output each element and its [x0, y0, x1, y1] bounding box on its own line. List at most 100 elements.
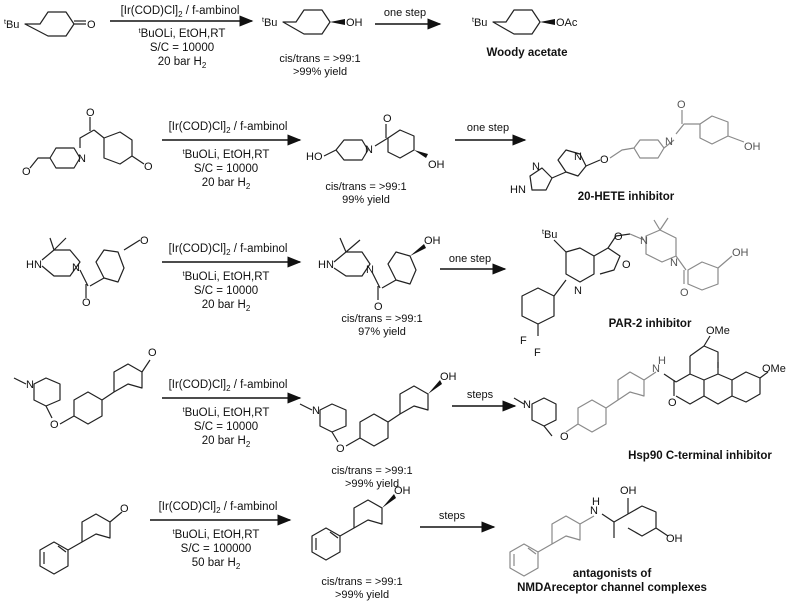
svg-text:tBuOLi, EtOH,RT: tBuOLi, EtOH,RT [139, 28, 226, 40]
conditions-5: [Ir(COD)Cl]2 / f-ambinol tBuOLi, EtOH,RT… [150, 501, 292, 571]
svg-text:tBuOLi, EtOH,RT: tBuOLi, EtOH,RT [183, 407, 270, 419]
svg-text:O: O [560, 431, 569, 443]
svg-text:O: O [600, 154, 609, 166]
svg-text:N: N [532, 161, 540, 173]
product-cis-alcohol-5: OH cis/trans = >99:1 >99% yield [311, 485, 411, 601]
step-arrow-2: one step [455, 122, 527, 146]
svg-text:OH: OH [394, 485, 411, 497]
svg-text:tBuOLi, EtOH,RT: tBuOLi, EtOH,RT [183, 149, 270, 161]
row-5: O [Ir(COD)Cl]2 / f-ambinol tBuOLi, EtOH,… [39, 485, 707, 601]
svg-text:tBu: tBu [262, 17, 277, 29]
conditions-4: [Ir(COD)Cl]2 / f-ambinol tBuOLi, EtOH,RT… [162, 379, 302, 449]
row-2: O N O O [Ir(COD)Cl]2 / f-ambinol tBuOLi,… [22, 99, 761, 206]
target-20-hete: HN N N O N O OH 20-HETE inhibitor [510, 99, 761, 203]
product-cis-alcohol-1: tBu OH cis/trans = >99:1 >99% yield [262, 9, 363, 78]
svg-text:antagonists of: antagonists of [573, 568, 652, 580]
svg-text:[Ir(COD)Cl]2 / f-ambinol: [Ir(COD)Cl]2 / f-ambinol [121, 5, 240, 19]
svg-text:[Ir(COD)Cl]2 / f-ambinol: [Ir(COD)Cl]2 / f-ambinol [169, 121, 288, 135]
svg-text:N: N [72, 262, 80, 274]
svg-text:OH: OH [346, 17, 363, 29]
product-cis-alcohol-4: N O OH cis/trans = >99:1 >99% yield [299, 371, 457, 490]
svg-text:N: N [312, 405, 320, 417]
svg-text:PAR-2 inhibitor: PAR-2 inhibitor [609, 318, 692, 330]
svg-text:one step: one step [384, 7, 426, 19]
svg-text:O: O [614, 231, 623, 243]
svg-text:S/C = 10000: S/C = 10000 [194, 285, 258, 297]
svg-text:OMe: OMe [762, 363, 786, 375]
svg-text:20 bar H2: 20 bar H2 [202, 177, 251, 191]
svg-text:OH: OH [428, 159, 445, 171]
svg-text:tBu: tBu [542, 229, 557, 241]
svg-text:N: N [574, 151, 582, 163]
svg-text:99% yield: 99% yield [342, 194, 390, 206]
svg-text:O: O [120, 503, 129, 515]
svg-text:cis/trans = >99:1: cis/trans = >99:1 [331, 465, 412, 477]
conditions-1: [Ir(COD)Cl]2 / f-ambinol tBuOLi, EtOH,RT… [110, 5, 254, 70]
svg-text:N: N [78, 153, 86, 165]
conditions-3: [Ir(COD)Cl]2 / f-ambinol tBuOLi, EtOH,RT… [162, 243, 302, 313]
svg-text:steps: steps [439, 510, 466, 522]
row-1: tBu O [Ir(COD)Cl]2 / f-ambinol tBuOLi, E… [4, 5, 578, 78]
svg-text:NMDAreceptor channel complexes: NMDAreceptor channel complexes [517, 582, 707, 594]
svg-text:N: N [652, 363, 660, 375]
svg-text:H: H [592, 496, 600, 508]
row-3: HN N O O [Ir(COD)Cl]2 / f-ambinol tBuOLi… [26, 217, 749, 359]
svg-text:O: O [82, 297, 91, 309]
svg-text:20 bar H2: 20 bar H2 [202, 435, 251, 449]
svg-text:O: O [622, 259, 631, 271]
svg-text:one step: one step [449, 253, 491, 265]
svg-text:[Ir(COD)Cl]2 / f-ambinol: [Ir(COD)Cl]2 / f-ambinol [159, 501, 278, 515]
svg-text:O: O [677, 99, 686, 111]
substrate-5: O [39, 503, 129, 575]
step-arrow-3: one step [440, 253, 507, 275]
step-arrow-1: one step [375, 7, 442, 30]
svg-text:tBu: tBu [4, 19, 19, 31]
svg-text:S/C = 10000: S/C = 10000 [194, 163, 258, 175]
product-cis-alcohol-3: HN N O OH cis/trans = >99:1 97% yield [318, 235, 441, 338]
substrate-2: O N O O [22, 107, 153, 178]
svg-text:O: O [668, 397, 677, 409]
svg-text:OH: OH [620, 485, 637, 497]
svg-text:O: O [336, 443, 345, 455]
substrate-4-tbu-cyclohexanone: tBu O [4, 11, 96, 37]
svg-text:[Ir(COD)Cl]2 / f-ambinol: [Ir(COD)Cl]2 / f-ambinol [169, 379, 288, 393]
svg-text:97% yield: 97% yield [358, 326, 406, 338]
svg-text:S/C = 10000: S/C = 10000 [194, 421, 258, 433]
svg-text:HN: HN [318, 259, 334, 271]
svg-text:HN: HN [26, 259, 42, 271]
svg-text:>99% yield: >99% yield [335, 589, 389, 601]
svg-text:HO: HO [306, 151, 323, 163]
svg-text:O: O [144, 161, 153, 173]
target-par-2: tBu N O O F F N N O OH PAR-2 inhibitor [520, 217, 749, 359]
svg-text:one step: one step [467, 122, 509, 134]
product-cis-alcohol-2: HO N O OH cis/trans = >99:1 99% yield [306, 113, 445, 206]
svg-text:O: O [680, 287, 689, 299]
svg-text:50 bar H2: 50 bar H2 [192, 557, 241, 571]
svg-text:H: H [658, 355, 666, 367]
svg-text:O: O [148, 347, 157, 359]
svg-text:Woody acetate: Woody acetate [487, 47, 568, 59]
svg-text:F: F [520, 335, 527, 347]
svg-text:tBu: tBu [472, 17, 487, 29]
svg-text:S/C = 10000: S/C = 10000 [150, 42, 214, 54]
target-nmda: N H OH OH antagonists of NMDAreceptor ch… [509, 485, 707, 594]
svg-text:O: O [140, 235, 149, 247]
svg-text:O: O [383, 113, 392, 125]
svg-text:N: N [523, 399, 531, 411]
target-woody-acetate: tBu OAc Woody acetate [472, 9, 578, 59]
svg-text:steps: steps [467, 389, 494, 401]
svg-text:O: O [22, 166, 31, 178]
svg-text:N: N [590, 505, 598, 517]
svg-text:N: N [365, 144, 373, 156]
svg-text:N: N [665, 136, 673, 148]
step-arrow-4: steps [452, 389, 517, 412]
row-4: N O O [Ir(COD)Cl]2 / f-ambinol tBuOLi, E… [13, 325, 786, 490]
svg-text:N: N [574, 285, 582, 297]
svg-text:N: N [640, 235, 648, 247]
svg-text:O: O [50, 419, 59, 431]
svg-text:S/C = 100000: S/C = 100000 [181, 543, 252, 555]
svg-text:cis/trans = >99:1: cis/trans = >99:1 [325, 181, 406, 193]
svg-text:HN: HN [510, 184, 526, 196]
svg-text:>99% yield: >99% yield [293, 66, 347, 78]
